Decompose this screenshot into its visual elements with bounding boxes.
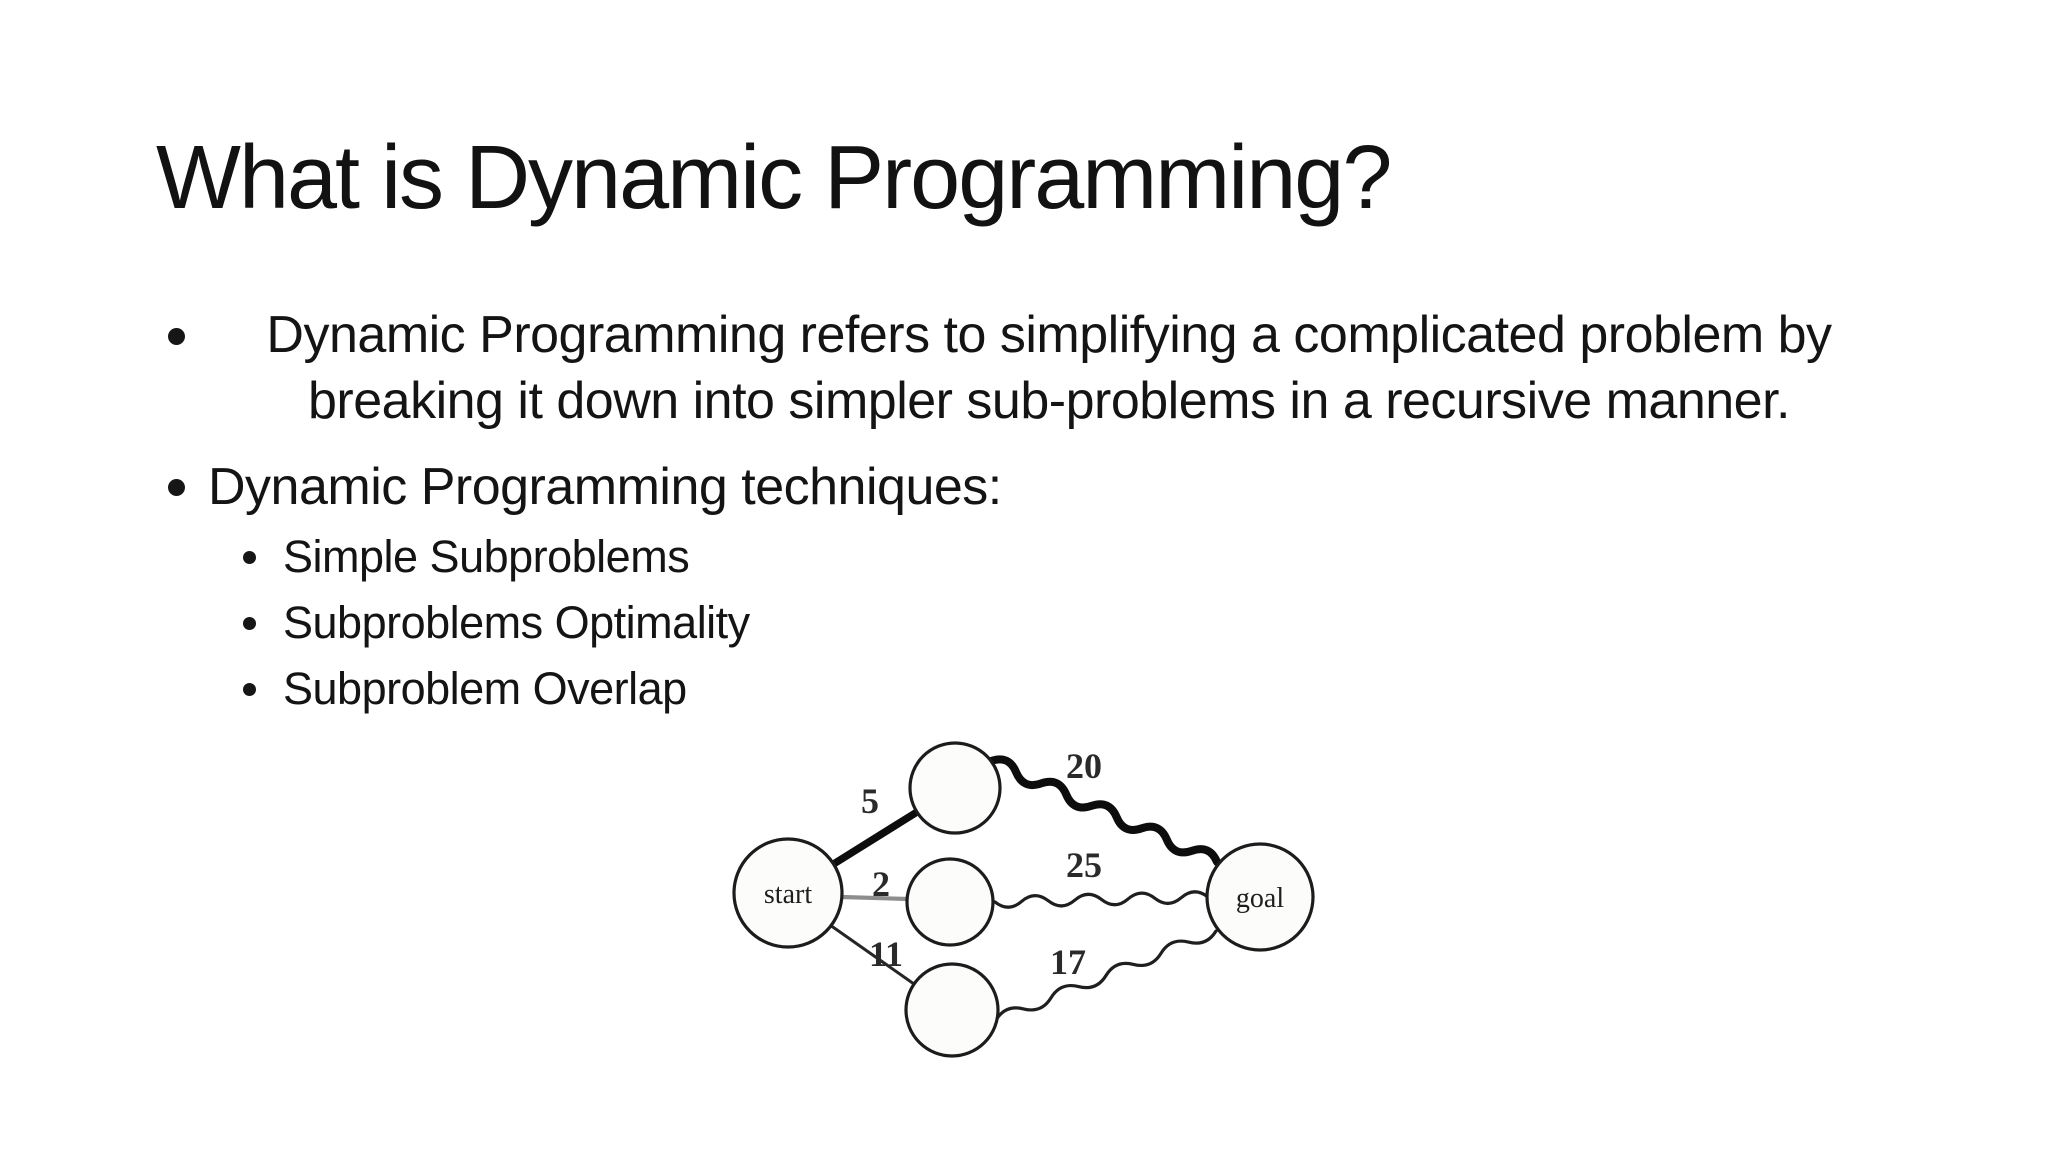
- bullet-1-text: Dynamic Programming refers to simplifyin…: [208, 302, 1890, 434]
- edge-weight-2: 2: [872, 864, 890, 904]
- bullet-1-line-2: breaking it down into simpler sub-proble…: [308, 372, 1790, 430]
- subproblem-node-bottom: [904, 962, 1000, 1058]
- subproblem-node-middle: [905, 857, 995, 947]
- list-item: Subproblem Overlap: [243, 656, 750, 722]
- bullet-dot: [243, 550, 256, 564]
- bullet-dot: [168, 328, 185, 345]
- graph-diagram: start goal 5 2 11 20 25 17: [732, 741, 1315, 1058]
- bullet-dot: [168, 479, 185, 496]
- edge-start-to-top: [828, 808, 921, 869]
- bullet-2-text: Dynamic Programming techniques:: [208, 458, 1002, 516]
- sub-bullet-subproblem-overlap: Subproblem Overlap: [283, 663, 687, 714]
- subproblem-node-top: [908, 741, 1002, 835]
- edge-weight-20: 20: [1066, 746, 1102, 786]
- bullet-1-line-1: Dynamic Programming refers to simplifyin…: [266, 306, 1832, 364]
- edge-weight-5: 5: [861, 781, 879, 821]
- goal-node: [1205, 842, 1315, 952]
- edge-weight-25: 25: [1066, 845, 1102, 885]
- edge-start-to-middle: [841, 894, 909, 902]
- edge-top-to-goal: [987, 755, 1221, 866]
- bullet-dot: [243, 682, 256, 696]
- list-item: Subproblems Optimality: [243, 590, 750, 656]
- bullet-dot: [243, 616, 256, 630]
- list-item: Simple Subproblems: [243, 524, 750, 590]
- page-title: What is Dynamic Programming?: [156, 128, 1392, 228]
- edge-start-to-bottom: [828, 923, 916, 986]
- goal-node-label: goal: [1236, 883, 1284, 914]
- edge-middle-to-goal: [993, 890, 1210, 909]
- edge-weight-17: 17: [1050, 942, 1086, 982]
- sub-bullet-list: Simple Subproblems Subproblems Optimalit…: [243, 524, 750, 722]
- edge-bottom-to-goal: [994, 929, 1218, 1022]
- start-node: [732, 837, 844, 949]
- edge-weight-11: 11: [869, 934, 903, 974]
- sub-bullet-subproblems-optimality: Subproblems Optimality: [283, 597, 750, 648]
- start-node-label: start: [764, 879, 812, 910]
- sub-bullet-simple-subproblems: Simple Subproblems: [283, 531, 690, 582]
